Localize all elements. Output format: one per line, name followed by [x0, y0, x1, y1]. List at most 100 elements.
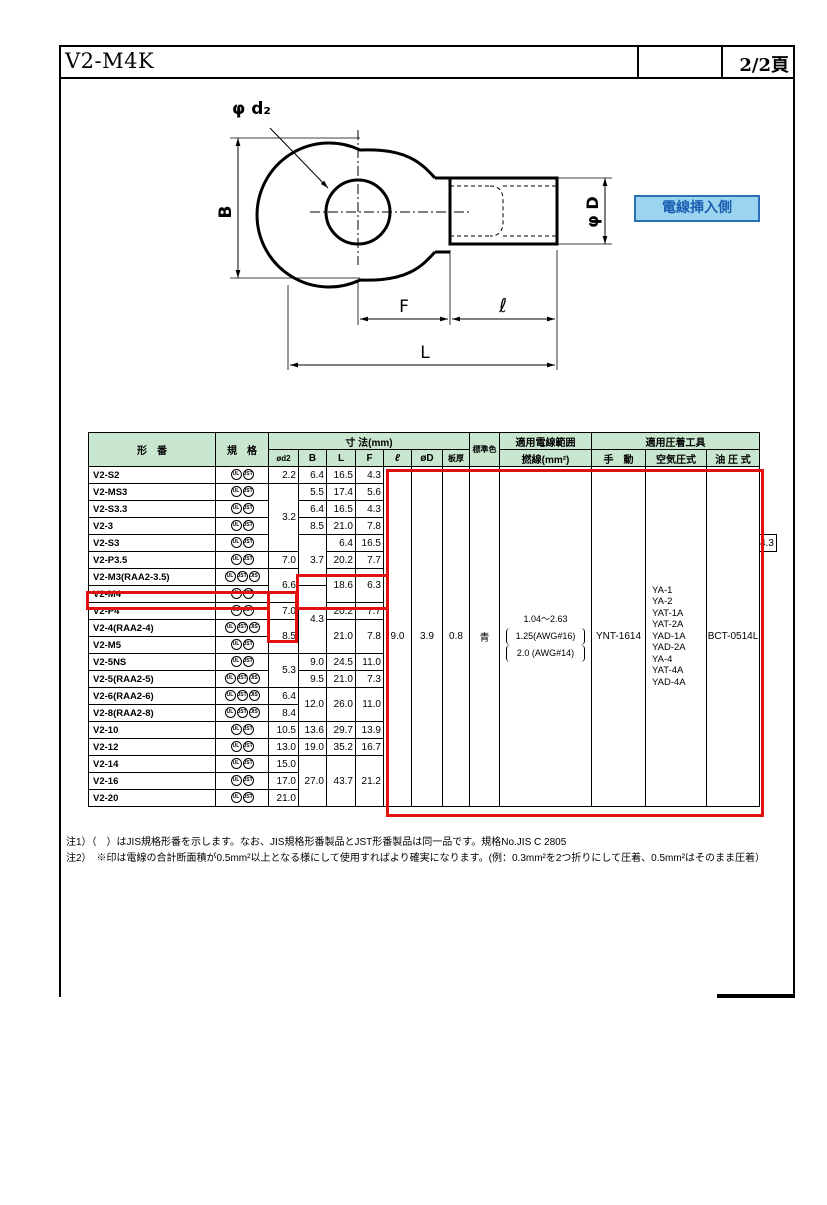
ul-mark-icon: UL	[224, 690, 236, 702]
terminal-drawing: φ d₂ B φ D F ℓ L	[216, 99, 612, 370]
B-cell: 13.6	[298, 721, 327, 739]
model-cell: V2-P3.5	[88, 551, 216, 569]
model-cell: V2-16	[88, 772, 216, 790]
jis-mark-icon: JIS	[248, 707, 260, 719]
model-cell: V2-MS3	[88, 483, 216, 501]
B-cell: 6.4	[298, 500, 327, 518]
th-pneumatic: 空気圧式	[645, 449, 707, 467]
jst-mark-icon: JST	[242, 486, 254, 498]
ul-mark-icon: UL	[224, 622, 236, 634]
model-cell: V2-4(RAA2-4)	[88, 619, 216, 637]
d2-cell: 13.0	[268, 738, 299, 756]
D-cell: 3.9	[411, 466, 443, 807]
pneumatic-tool-item: YAT-1A	[652, 607, 684, 619]
model-cell: V2-20	[88, 789, 216, 807]
pneumatic-tool-item: YA-4	[652, 653, 673, 665]
model-cell: V2-12	[88, 738, 216, 756]
pneumatic-tool-item: YA-2	[652, 596, 673, 608]
th-D: øD	[411, 449, 443, 467]
jst-mark-icon: JST	[236, 622, 248, 634]
L-cell: 24.5	[326, 653, 356, 671]
F-cell: 7.3	[355, 670, 384, 688]
th-tools: 適用圧着工具	[591, 432, 760, 450]
F-cell: 5.6	[355, 483, 384, 501]
jst-mark-icon: JST	[242, 792, 254, 804]
ul-mark-icon: UL	[230, 792, 242, 804]
d2-cell: 8.4	[268, 704, 299, 722]
jst-mark-icon: JST	[242, 520, 254, 532]
d2-cell: 2.2	[268, 466, 299, 484]
model-cell: V2-M4	[88, 585, 216, 603]
title-bar-blank-cell	[637, 47, 723, 77]
model-cell: V2-3	[88, 517, 216, 535]
B-cell: 12.0	[298, 687, 327, 722]
model-cell: V2-S2	[88, 466, 216, 484]
F-cell: 7.8	[355, 517, 384, 535]
phi-d2-label: φ d₂	[232, 99, 271, 119]
th-standard: 規 格	[215, 432, 269, 467]
jis-mark-icon: JIS	[248, 571, 260, 583]
th-B: B	[298, 449, 327, 467]
th-d2: ød2	[268, 449, 299, 467]
ul-mark-icon: UL	[230, 537, 242, 549]
th-model: 形 番	[88, 432, 216, 467]
B-cell: 6.4	[298, 466, 327, 484]
d2-cell: 15.0	[268, 755, 299, 773]
L-cell: 16.5	[355, 534, 384, 552]
ul-mark-icon: UL	[224, 707, 236, 719]
jst-mark-icon: JST	[236, 571, 248, 583]
jst-mark-icon: JST	[242, 639, 254, 651]
ul-mark-icon: UL	[230, 503, 242, 515]
manual-tool-cell: YNT-1614	[591, 466, 646, 807]
L-cell: 21.0	[326, 619, 356, 654]
document-title: V2-M4K	[65, 49, 155, 73]
F-cell: 4.3	[759, 534, 777, 552]
th-thickness: 板厚	[442, 449, 470, 467]
ul-mark-icon: UL	[230, 469, 242, 481]
pneumatic-tool-item: YAD-2A	[652, 642, 686, 654]
B-cell: 7.0	[268, 551, 299, 569]
ul-mark-icon: UL	[230, 775, 242, 787]
th-stranded: 撚線(mm²)	[499, 449, 592, 467]
th-L: L	[326, 449, 356, 467]
model-cell: V2-M5	[88, 636, 216, 654]
F-cell: 11.0	[355, 653, 384, 671]
F-label: F	[399, 297, 409, 317]
th-ell: ℓ	[383, 449, 412, 467]
d2-cell: 21.0	[268, 789, 299, 807]
B-cell: 27.0	[298, 755, 327, 807]
wire-range-line: 1.25(AWG#16)	[506, 628, 585, 645]
jst-mark-icon: JST	[236, 707, 248, 719]
F-cell: 21.2	[355, 755, 384, 807]
spec-table: 形 番 規 格 寸 法(mm) 標準色 適用電線範囲 適用圧着工具 ød2 B …	[88, 432, 777, 807]
th-manual: 手 動	[591, 449, 646, 467]
pneumatic-tool-item: YAD-4A	[652, 676, 686, 688]
B-cell: 7.0	[268, 602, 299, 620]
d2-cell: 3.2	[268, 483, 299, 552]
ul-mark-icon: UL	[230, 588, 242, 600]
L-cell: 43.7	[326, 755, 356, 807]
ul-mark-icon: UL	[230, 605, 242, 617]
bottom-rule	[717, 994, 795, 998]
ring-neck	[435, 176, 450, 254]
jst-mark-icon: JST	[242, 724, 254, 736]
title-bar: V2-M4K 2/2頁	[61, 47, 793, 79]
th-hydraulic: 油 圧 式	[706, 449, 760, 467]
wire-range-line: 1.04〜2.63	[523, 614, 568, 624]
pneumatic-tool-item: YAT-4A	[652, 665, 684, 677]
